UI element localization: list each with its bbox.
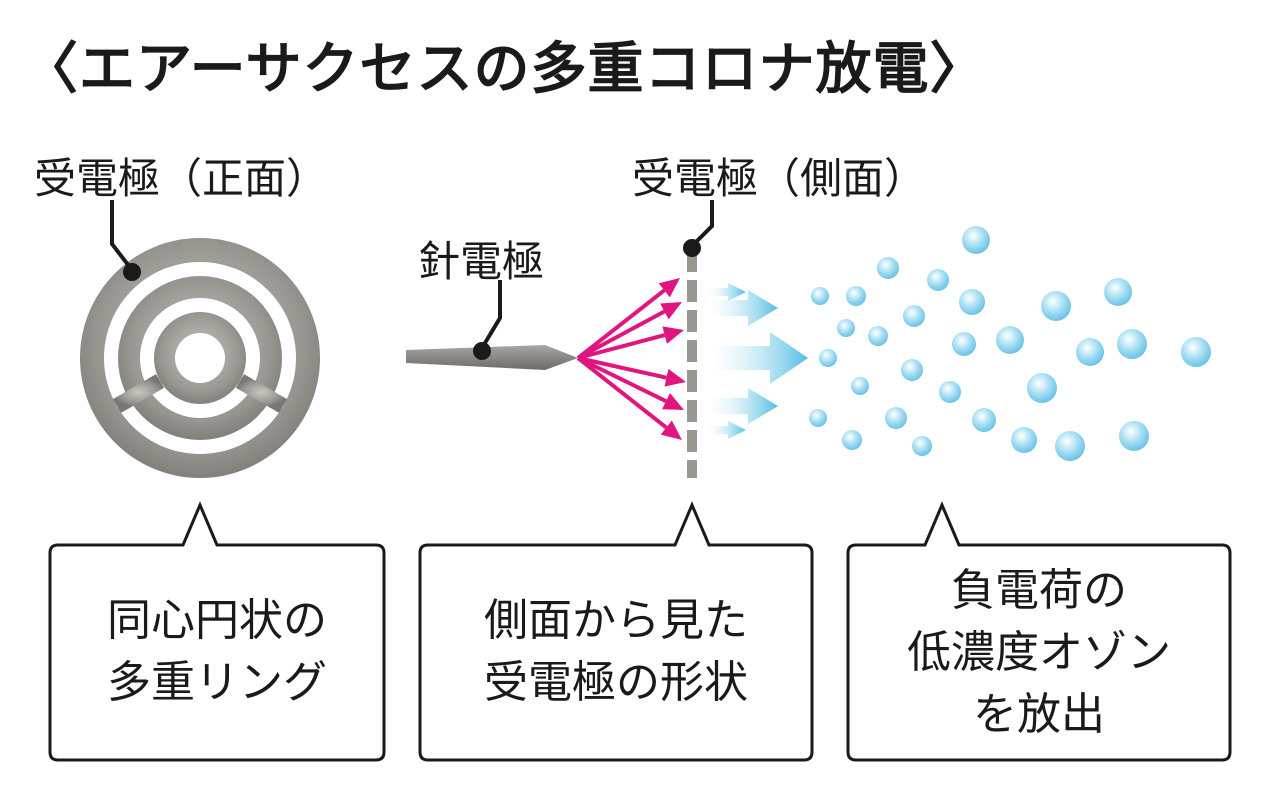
callout-line: 負電荷の xyxy=(951,565,1127,616)
ion-bubble-icon xyxy=(885,407,907,429)
callout-line: 低濃度オゾン xyxy=(907,627,1171,678)
leader-dot-needle xyxy=(473,342,491,360)
ion-bubble-icon xyxy=(959,289,985,315)
leader-line-side xyxy=(690,200,714,248)
ion-bubble-icon xyxy=(901,359,923,381)
discharge-arrow-shaft xyxy=(576,356,668,430)
ion-bubble-icon xyxy=(903,305,925,327)
discharge-arrow-shaft xyxy=(577,333,666,360)
callout-line: 側面から見た xyxy=(484,595,748,646)
ion-bubble-icon xyxy=(811,287,829,305)
ion-bubble-icon xyxy=(837,319,855,337)
ion-bubble-icon xyxy=(962,226,990,254)
ion-bubble-icon xyxy=(972,408,996,432)
flow-arrow xyxy=(708,421,746,439)
flow-arrow xyxy=(708,283,746,301)
discharge-arrow-shaft xyxy=(577,356,667,403)
ion-bubble-icon xyxy=(1076,338,1104,366)
callout-text-ozone: 負電荷の 低濃度オゾン を放出 xyxy=(848,560,1230,746)
ion-bubble-icon xyxy=(1181,337,1211,367)
callout-line: 多重リング xyxy=(107,657,327,708)
diagram-title: 〈エアーサクセスの多重コロナ放電〉 xyxy=(22,37,987,102)
ion-bubble-icon xyxy=(1027,373,1057,403)
callout-box-ozone xyxy=(846,501,1232,762)
flow-arrow xyxy=(708,388,778,424)
discharge-arrow-shaft xyxy=(576,288,666,360)
callout-line: を放出 xyxy=(973,689,1105,740)
discharge-arrow-head xyxy=(660,420,682,440)
leader-dot-side xyxy=(683,239,701,257)
label-receiver-side: 受電極（側面） xyxy=(632,154,927,203)
callout-line: 同心円状の xyxy=(107,595,327,646)
discharge-arrow-shaft xyxy=(577,309,666,360)
callout-box-shape xyxy=(418,501,814,762)
ion-bubble-icon xyxy=(1117,329,1147,359)
callout-box-rings xyxy=(48,501,386,762)
ion-bubble-icon xyxy=(842,430,862,450)
ion-bubble-icon xyxy=(996,326,1024,354)
callout-text-shape: 側面から見た 受電極の形状 xyxy=(420,590,812,714)
leader-dot-ring xyxy=(123,263,141,281)
flow-arrow xyxy=(708,290,778,326)
leader-line-ring xyxy=(110,200,134,272)
ion-bubble-icon xyxy=(939,381,961,403)
discharge-arrows xyxy=(576,278,686,440)
ion-bubble-icon xyxy=(1041,291,1071,321)
label-receiver-front: 受電極（正面） xyxy=(34,154,329,203)
discharge-arrow-head xyxy=(660,302,682,320)
ion-bubble-icon xyxy=(1104,278,1132,306)
ion-bubble-icon xyxy=(1011,427,1037,453)
ion-bubble-icon xyxy=(868,326,888,346)
discharge-arrow-head xyxy=(658,278,680,298)
ion-bubble-icon xyxy=(927,269,949,291)
ion-cloud xyxy=(809,226,1211,461)
ion-bubble-icon xyxy=(912,436,932,456)
leader-line-needle xyxy=(480,280,502,350)
ring-electrode-icon xyxy=(80,238,320,478)
ion-bubble-icon xyxy=(819,349,837,367)
ion-bubble-icon xyxy=(1055,431,1085,461)
ion-bubble-icon xyxy=(809,409,827,427)
flow-arrows xyxy=(708,283,808,439)
discharge-arrow-shaft xyxy=(577,356,667,380)
label-needle: 針電極 xyxy=(418,237,545,286)
discharge-arrow-head xyxy=(662,326,684,344)
flow-arrow xyxy=(708,332,808,384)
callout-line: 受電極の形状 xyxy=(484,657,748,708)
discharge-arrow-head xyxy=(662,393,684,410)
ion-bubble-icon xyxy=(877,257,899,279)
ion-bubble-icon xyxy=(1119,421,1149,451)
ion-bubble-icon xyxy=(952,332,976,356)
ion-bubble-icon xyxy=(846,286,866,306)
needle-electrode-icon xyxy=(406,345,578,370)
discharge-arrow-head xyxy=(664,368,686,387)
callout-text-rings: 同心円状の 多重リング xyxy=(50,590,384,714)
ion-bubble-icon xyxy=(851,377,869,395)
